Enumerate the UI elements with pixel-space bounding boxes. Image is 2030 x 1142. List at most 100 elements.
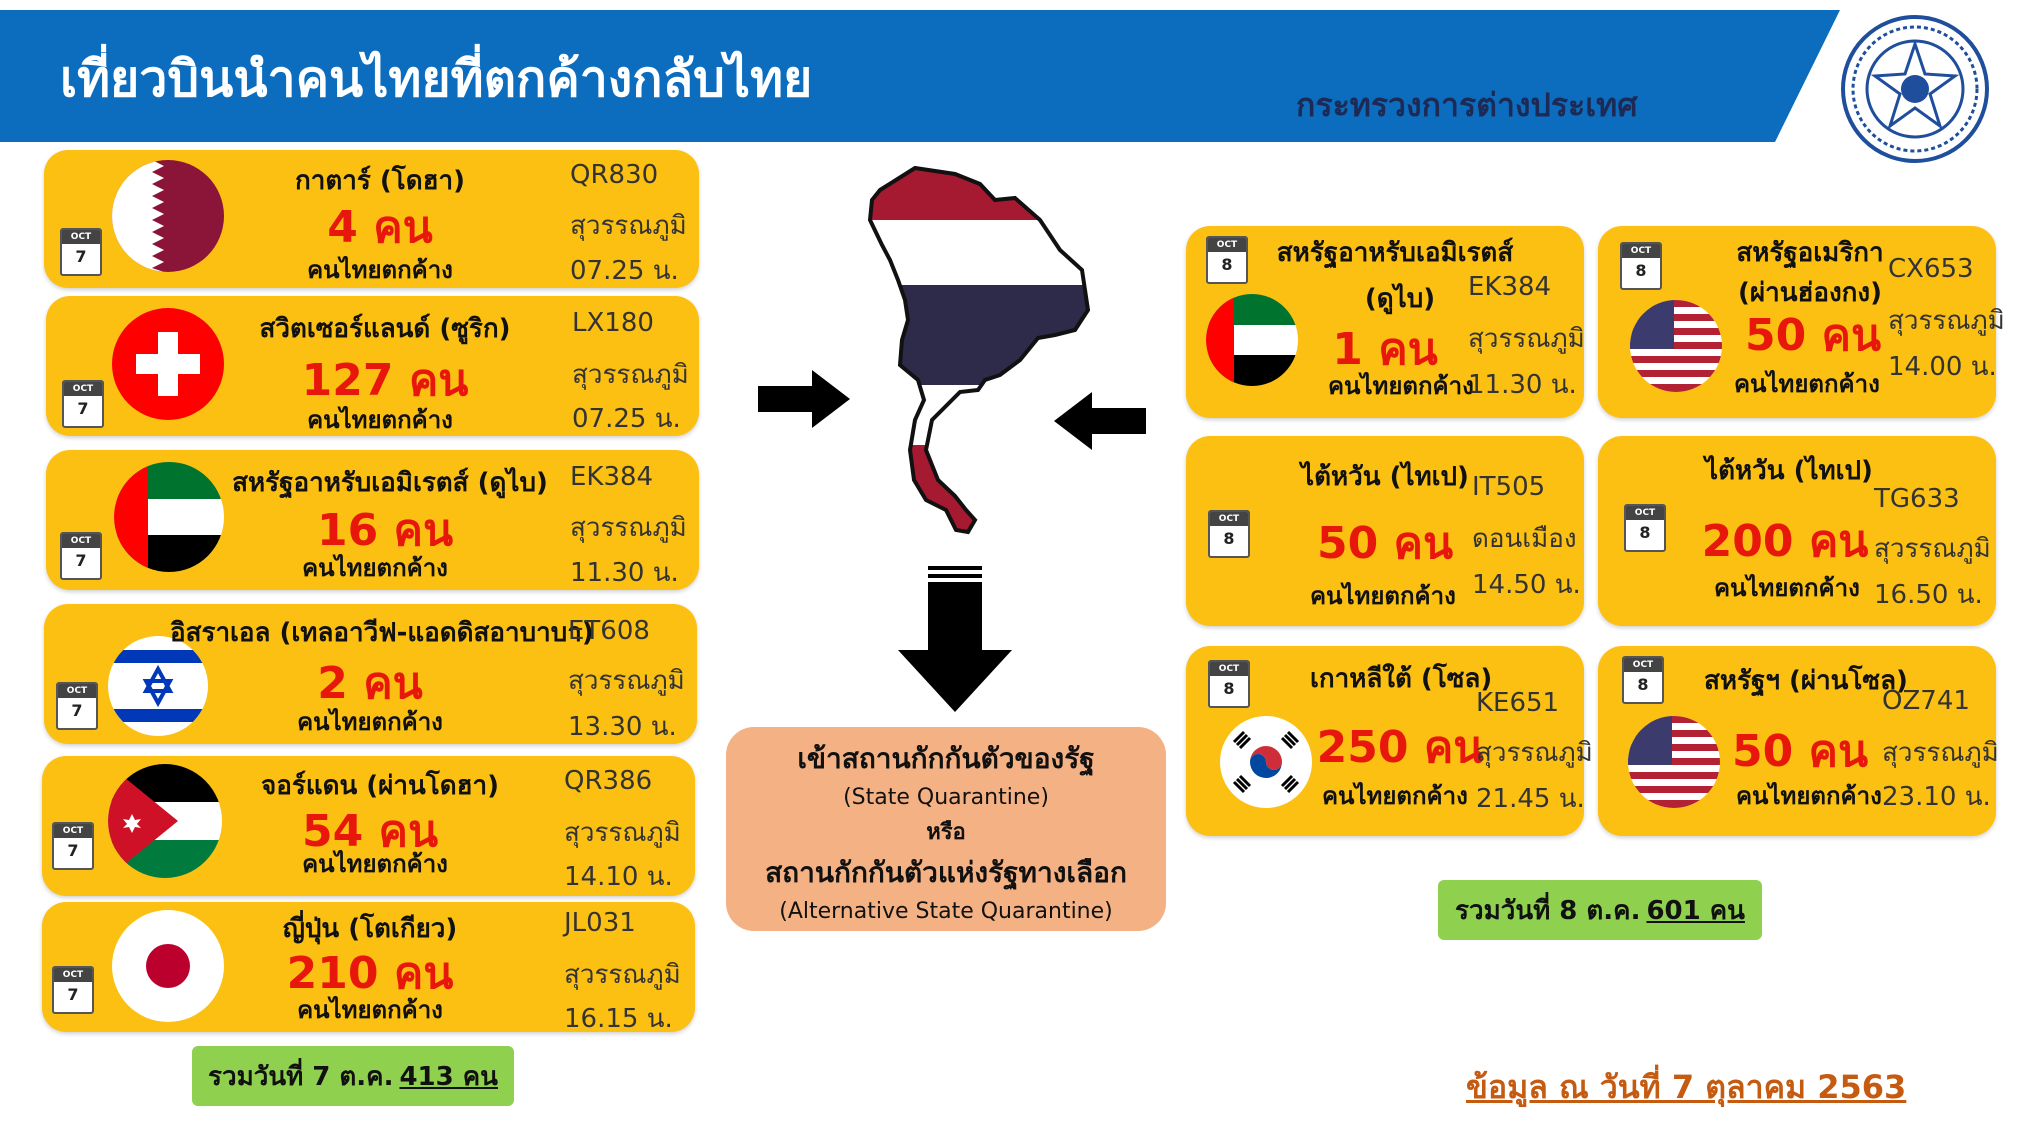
- arrival-time: 16.15 น.: [564, 1004, 673, 1034]
- stranded-count: 16 คน: [316, 505, 454, 556]
- stranded-count: 50 คน: [1731, 726, 1869, 777]
- destination-country: สหรัฐอเมริกา: [1736, 238, 1884, 268]
- left-total-badge: รวมวันที่ 7 ต.ค. 413 คน: [192, 1046, 514, 1106]
- uae-flag-icon: [1206, 294, 1298, 386]
- stranded-label: คนไทยตกค้าง: [1328, 372, 1474, 400]
- arrival-time: 14.50 น.: [1472, 570, 1581, 600]
- arrival-airport: สุวรรณภูมิ: [1882, 738, 1999, 768]
- stranded-label: คนไทยตกค้าง: [302, 850, 448, 878]
- data-as-of-date: ข้อมูล ณ วันที่ 7 ตุลาคม 2563: [1466, 1068, 1907, 1106]
- header-banner: [0, 10, 1840, 142]
- usa-flag-icon: [1630, 300, 1722, 392]
- stranded-label: คนไทยตกค้าง: [1322, 782, 1468, 810]
- flight-number: QR830: [570, 160, 659, 190]
- arrow-left-icon: [1054, 392, 1146, 450]
- japan-flag-icon: [112, 910, 224, 1022]
- stranded-count: 1 คน: [1332, 324, 1438, 375]
- flight-number: EK384: [1468, 272, 1552, 302]
- destination-country: ญี่ปุ่น (โตเกียว): [282, 914, 458, 944]
- quarantine-line-3: หรือ: [926, 820, 966, 845]
- arrow-right-icon: [758, 370, 850, 428]
- destination-country: จอร์แดน (ผ่านโดฮา): [261, 771, 499, 801]
- arrival-airport: สุวรรณภูมิ: [1888, 306, 2005, 336]
- arrival-airport: สุวรรณภูมิ: [1468, 324, 1585, 354]
- stranded-count: 50 คน: [1316, 518, 1454, 569]
- flight-number: JL031: [564, 908, 636, 938]
- arrival-time: 11.30 น.: [1468, 370, 1577, 400]
- flight-number: TG633: [1874, 484, 1960, 514]
- arrival-time: 16.50 น.: [1874, 580, 1983, 610]
- total-label: รวมวันที่ 8 ต.ค.: [1455, 895, 1641, 926]
- qatar-flag-icon: [112, 160, 224, 272]
- ministry-seal-icon: [1841, 15, 1989, 163]
- arrival-airport: สุวรรณภูมิ: [1476, 738, 1593, 768]
- flight-number: ET608: [568, 616, 650, 646]
- arrival-airport: สุวรรณภูมิ: [1874, 534, 1991, 564]
- stranded-label: คนไทยตกค้าง: [307, 406, 453, 434]
- arrival-airport: สุวรรณภูมิ: [572, 360, 689, 390]
- flight-card-taiwan-it505: [1186, 436, 1584, 626]
- arrival-time: 14.10 น.: [564, 862, 673, 892]
- arrow-down-icon: [898, 566, 1012, 712]
- stranded-label: คนไทยตกค้าง: [297, 996, 443, 1024]
- arrival-time: 14.00 น.: [1888, 352, 1997, 382]
- arrival-time: 07.25 น.: [572, 404, 681, 434]
- stranded-count: 250 คน: [1316, 722, 1484, 773]
- arrival-airport: สุวรรณภูมิ: [564, 960, 681, 990]
- usa-flag-icon: [1628, 716, 1720, 808]
- flight-number: IT505: [1472, 472, 1546, 502]
- quarantine-line-4: สถานกักกันตัวแห่งรัฐทางเลือก: [765, 856, 1127, 889]
- destination-country: สหรัฐฯ (ผ่านโซล): [1704, 666, 1908, 696]
- flight-number: KE651: [1476, 688, 1560, 718]
- israel-flag-icon: [108, 636, 208, 736]
- south-korea-flag-icon: [1220, 716, 1312, 808]
- destination-country-detail: (ดูไบ): [1364, 284, 1436, 314]
- quarantine-line-1: เข้าสถานกักกันตัวของรัฐ: [797, 742, 1095, 775]
- arrival-time: 07.25 น.: [570, 256, 679, 286]
- quarantine-box: เข้าสถานกักกันตัวของรัฐ (State Quarantin…: [726, 727, 1166, 931]
- arrival-time: 13.30 น.: [568, 712, 677, 742]
- flight-number: OZ741: [1882, 686, 1970, 716]
- quarantine-line-2: (State Quarantine): [843, 785, 1049, 810]
- right-total-badge: รวมวันที่ 8 ต.ค. 601 คน: [1438, 880, 1762, 940]
- destination-country-detail: (ผ่านฮ่องกง): [1738, 278, 1882, 308]
- stranded-label: คนไทยตกค้าง: [1734, 370, 1880, 398]
- page-title: เที่ยวบินนำคนไทยที่ตกค้างกลับไทย: [60, 50, 813, 108]
- stranded-label: คนไทยตกค้าง: [1714, 574, 1860, 602]
- jordan-flag-icon: [108, 764, 222, 878]
- total-value: 413 คน: [399, 1061, 498, 1092]
- stranded-label: คนไทยตกค้าง: [307, 256, 453, 284]
- stranded-label: คนไทยตกค้าง: [302, 554, 448, 582]
- arrival-airport: สุวรรณภูมิ: [568, 666, 685, 696]
- flight-number: QR386: [564, 766, 653, 796]
- ministry-name: กระทรวงการต่างประเทศ: [1296, 86, 1638, 124]
- stranded-count: 2 คน: [317, 658, 423, 709]
- quarantine-line-5: (Alternative State Quarantine): [779, 899, 1113, 924]
- stranded-label: คนไทยตกค้าง: [1310, 582, 1456, 610]
- arrival-time: 23.10 น.: [1882, 782, 1991, 812]
- stranded-count: 210 คน: [286, 948, 454, 999]
- flight-number: CX653: [1888, 254, 1974, 284]
- destination-country: อิสราเอล (เทลอาวีฟ-แอดดิสอาบาบา): [170, 618, 594, 648]
- switzerland-flag-icon: [112, 308, 224, 420]
- arrival-airport: สุวรรณภูมิ: [570, 513, 687, 543]
- stranded-count: 50 คน: [1744, 310, 1882, 361]
- stranded-count: 4 คน: [327, 202, 433, 253]
- destination-country: กาตาร์ (โดฮา): [295, 166, 465, 196]
- thailand-map-icon: [867, 165, 1091, 535]
- destination-country: ไต้หวัน (ไทเป): [1705, 456, 1873, 486]
- stranded-count: 54 คน: [301, 806, 439, 857]
- flight-number: EK384: [570, 462, 654, 492]
- destination-country: สวิตเซอร์แลนด์ (ซูริก): [259, 314, 511, 344]
- arrival-time: 11.30 น.: [570, 558, 679, 588]
